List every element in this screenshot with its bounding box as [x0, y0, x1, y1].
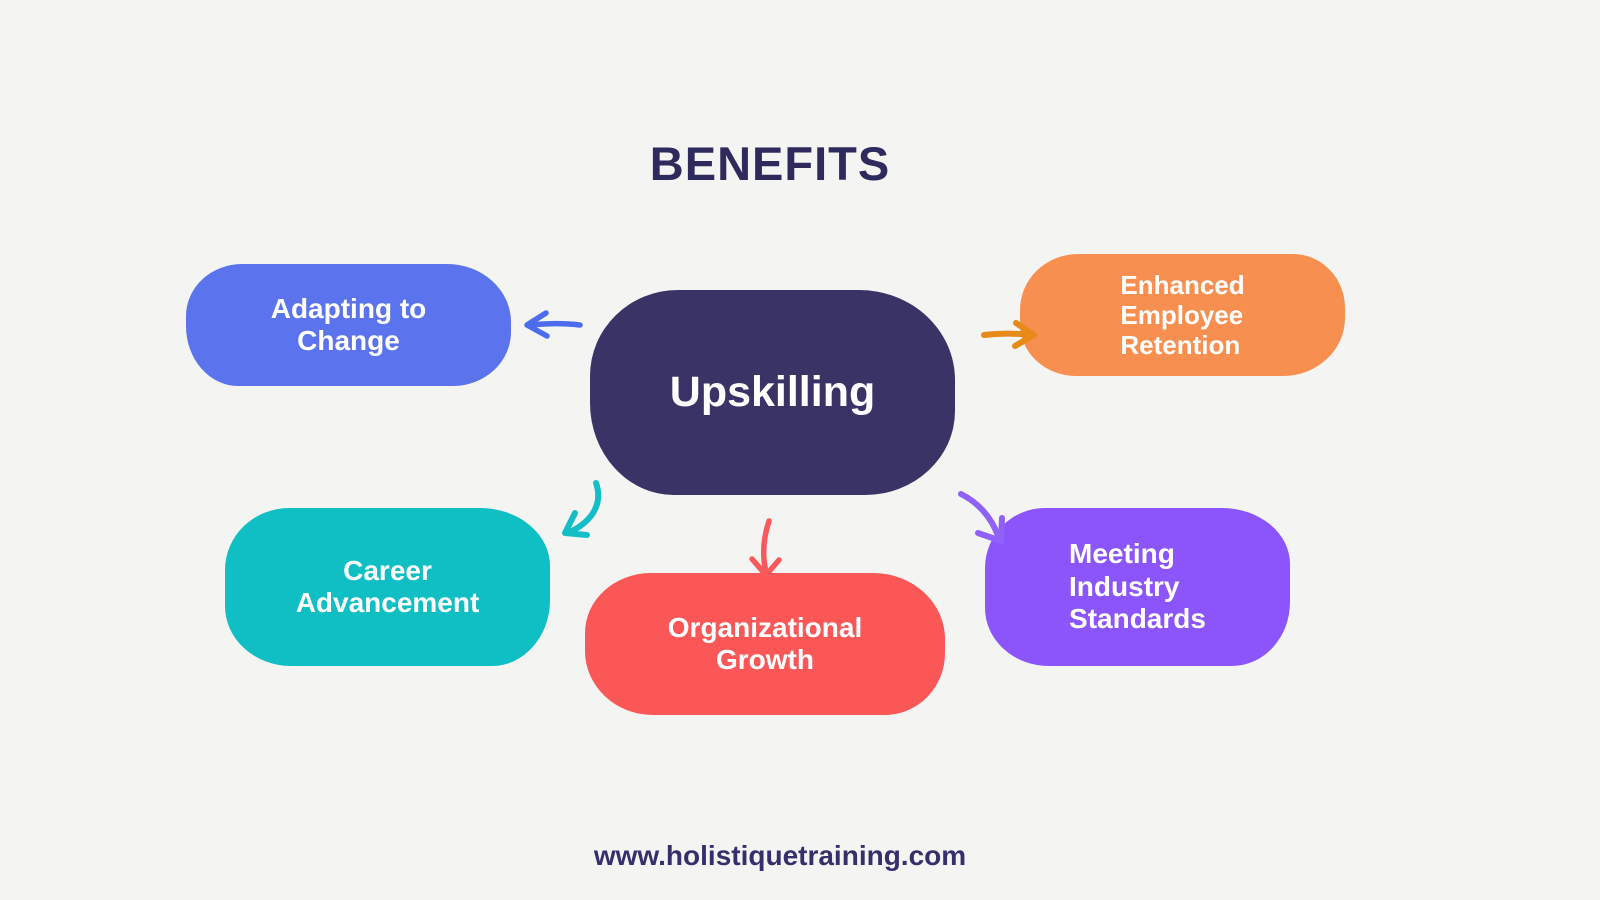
arrow-curved-down-right-icon: [950, 487, 1014, 553]
node-enhanced-employee-retention: Enhanced Employee Retention: [1020, 254, 1345, 376]
node-organizational-growth: Organizational Growth: [585, 573, 945, 715]
node-upskilling: Upskilling: [590, 290, 955, 495]
node-adapting-to-change-label: Adapting to Change: [270, 292, 427, 356]
node-meeting-industry-standards-label: Meeting Industry Standards: [1069, 538, 1206, 635]
node-adapting-to-change: Adapting to Change: [186, 264, 511, 386]
node-meeting-industry-standards: Meeting Industry Standards: [985, 508, 1290, 666]
node-organizational-growth-label: Organizational Growth: [667, 611, 863, 675]
node-enhanced-employee-retention-label: Enhanced Employee Retention: [1120, 269, 1245, 361]
node-upskilling-label: Upskilling: [669, 367, 876, 416]
arrow-right-icon: [976, 314, 1048, 358]
arrow-curved-down-left-icon: [547, 477, 609, 543]
website-url: www.holistiquetraining.com: [593, 840, 967, 871]
page-title: BENEFITS: [649, 137, 891, 190]
arrow-down-icon: [740, 515, 786, 585]
arrow-left-icon: [516, 303, 588, 347]
node-career-advancement-label: Career Advancement: [295, 554, 480, 618]
node-career-advancement: Career Advancement: [225, 508, 550, 666]
